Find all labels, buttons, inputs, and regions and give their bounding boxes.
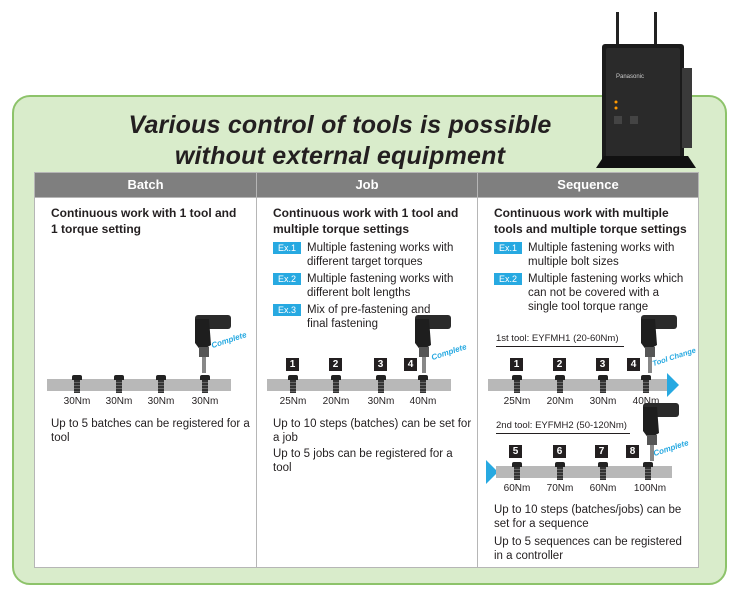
torque-value: 60Nm	[503, 483, 531, 494]
bolt-icon	[417, 375, 429, 397]
example-tag: Ex.3	[273, 304, 301, 316]
example-text: Multiple fastening works with multiple b…	[528, 242, 675, 268]
bolt-icon	[113, 375, 125, 397]
torque-value: 30Nm	[105, 396, 133, 407]
bolt-icon	[330, 375, 342, 397]
example-tag: Ex.2	[273, 273, 301, 285]
step-number: 4	[627, 358, 640, 371]
bolt-icon	[287, 375, 299, 397]
batch-work-bar	[47, 379, 231, 391]
sequence-example-2: Ex.2 Multiple fastening works which can …	[494, 272, 694, 314]
title-line-2: without external equipment	[174, 142, 506, 170]
bolt-icon	[155, 375, 167, 397]
tool1-work-bar	[488, 379, 668, 391]
job-work-bar	[267, 379, 451, 391]
torque-value: 20Nm	[322, 396, 350, 407]
job-header: Job	[257, 173, 477, 198]
screwdriver-tool-icon	[415, 315, 451, 373]
batch-column: Batch Continuous work with 1 tool and 1 …	[35, 173, 257, 567]
example-tag: Ex.2	[494, 273, 522, 285]
bolt-icon	[199, 375, 211, 397]
torque-value: 25Nm	[279, 396, 307, 407]
screwdriver-tool-icon	[641, 315, 677, 373]
batch-description: Continuous work with 1 tool and 1 torque…	[51, 206, 237, 236]
bolt-icon	[597, 462, 609, 484]
torque-value: 60Nm	[589, 483, 617, 494]
step-number: 3	[596, 358, 609, 371]
step-number: 3	[374, 358, 387, 371]
bolt-icon	[597, 375, 609, 397]
job-description: Continuous work with 1 tool and multiple…	[273, 206, 459, 236]
job-example-1: Ex.1 Multiple fastening works with diffe…	[273, 241, 473, 269]
torque-value: 30Nm	[63, 396, 91, 407]
job-note-1: Up to 10 steps (batches) can be set for …	[273, 418, 472, 444]
step-number: 1	[510, 358, 523, 371]
torque-value: 20Nm	[546, 396, 574, 407]
torque-value: 70Nm	[546, 483, 574, 494]
page-title: Various control of tools is possible wit…	[40, 110, 640, 172]
tool2-underline	[496, 433, 630, 434]
bolt-icon	[554, 375, 566, 397]
step-number: 6	[553, 445, 566, 458]
tool1-underline	[496, 346, 624, 347]
tool1-label: 1st tool: EYFMH1 (20-60Nm)	[496, 333, 619, 344]
job-example-3: Ex.3 Mix of pre-fastening and final fast…	[273, 303, 473, 331]
bolt-icon	[642, 462, 654, 484]
sequence-column: Sequence Continuous work with multiple t…	[478, 173, 698, 567]
torque-value: 30Nm	[367, 396, 395, 407]
screwdriver-tool-icon	[643, 403, 679, 461]
controller-device-image: Panasonic	[596, 12, 696, 168]
example-text: Multiple fastening works with different …	[307, 242, 454, 268]
job-example-2: Ex.2 Multiple fastening works with diffe…	[273, 272, 473, 300]
torque-value: 30Nm	[589, 396, 617, 407]
step-number: 1	[286, 358, 299, 371]
sequence-header: Sequence	[478, 173, 698, 198]
step-number: 8	[626, 445, 639, 458]
bolt-icon	[511, 375, 523, 397]
batch-header: Batch	[35, 173, 256, 198]
bolt-icon	[71, 375, 83, 397]
arrow-right-icon	[486, 460, 498, 484]
torque-value: 100Nm	[633, 483, 667, 494]
bolt-icon	[375, 375, 387, 397]
sequence-note-1: Up to 10 steps (batches/jobs) can be set…	[494, 504, 682, 530]
sequence-note-2: Up to 5 sequences can be registered in a…	[494, 536, 682, 562]
bolt-icon	[554, 462, 566, 484]
example-tag: Ex.1	[494, 242, 522, 254]
step-number: 7	[595, 445, 608, 458]
sequence-description: Continuous work with multiple tools and …	[494, 206, 687, 236]
job-column: Job Continuous work with 1 tool and mult…	[257, 173, 478, 567]
batch-note: Up to 5 batches can be registered for a …	[51, 418, 250, 444]
comparison-table: Batch Continuous work with 1 tool and 1 …	[34, 172, 699, 568]
example-text: Multiple fastening works which can not b…	[528, 273, 684, 313]
bolt-icon	[640, 375, 652, 397]
torque-value: 30Nm	[147, 396, 175, 407]
step-number: 2	[329, 358, 342, 371]
example-tag: Ex.1	[273, 242, 301, 254]
sequence-example-1: Ex.1 Multiple fastening works with multi…	[494, 241, 694, 269]
arrow-right-icon	[667, 373, 679, 397]
job-note-2: Up to 5 jobs can be registered for a too…	[273, 448, 453, 474]
tool2-label: 2nd tool: EYFMH2 (50-120Nm)	[496, 420, 627, 431]
torque-value: 30Nm	[191, 396, 219, 407]
title-line-1: Various control of tools is possible	[128, 111, 552, 139]
step-number: 4	[404, 358, 417, 371]
step-number: 2	[553, 358, 566, 371]
bolt-icon	[511, 462, 523, 484]
device-brand: Panasonic	[616, 74, 644, 80]
example-text: Multiple fastening works with different …	[307, 273, 454, 299]
example-text: Mix of pre-fastening and final fastening	[307, 304, 431, 330]
screwdriver-tool-icon	[195, 315, 231, 373]
torque-value: 40Nm	[409, 396, 437, 407]
torque-value: 25Nm	[503, 396, 531, 407]
torque-value: 40Nm	[632, 396, 660, 407]
step-number: 5	[509, 445, 522, 458]
tool2-work-bar	[496, 466, 672, 478]
